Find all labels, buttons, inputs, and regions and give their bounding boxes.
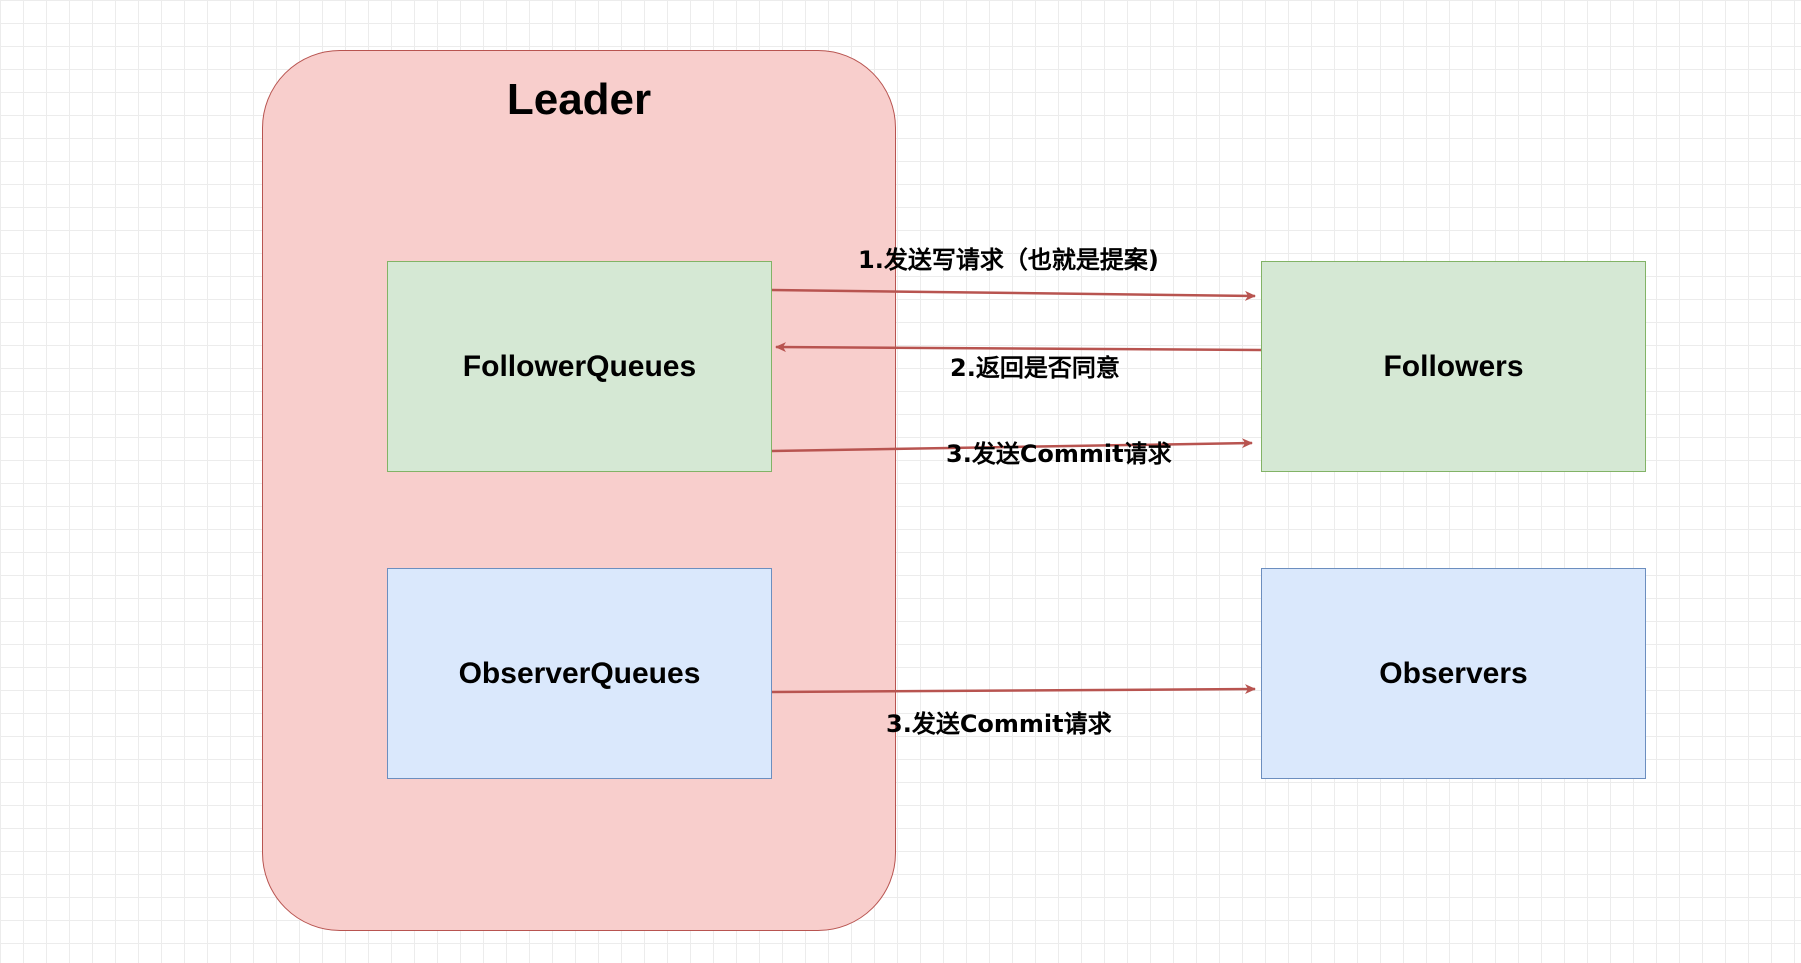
edge-label-commit-followers: 3.发送Commit请求	[946, 440, 1172, 468]
observer-queues-label: ObserverQueues	[458, 656, 701, 690]
follower-queues-node[interactable]: FollowerQueues	[387, 261, 772, 472]
leader-title: Leader	[506, 75, 652, 124]
observers-node[interactable]: Observers	[1261, 568, 1646, 779]
edge-label-commit-observers: 3.发送Commit请求	[886, 710, 1112, 738]
edge-label-propose: 1.发送写请求（也就是提案)	[858, 246, 1159, 274]
followers-label: Followers	[1383, 349, 1524, 383]
observers-label: Observers	[1379, 656, 1528, 690]
edge-label-vote: 2.返回是否同意	[950, 354, 1120, 382]
observer-queues-node[interactable]: ObserverQueues	[387, 568, 772, 779]
follower-queues-label: FollowerQueues	[462, 349, 697, 383]
leader-container[interactable]: Leader	[262, 50, 896, 931]
followers-node[interactable]: Followers	[1261, 261, 1646, 472]
